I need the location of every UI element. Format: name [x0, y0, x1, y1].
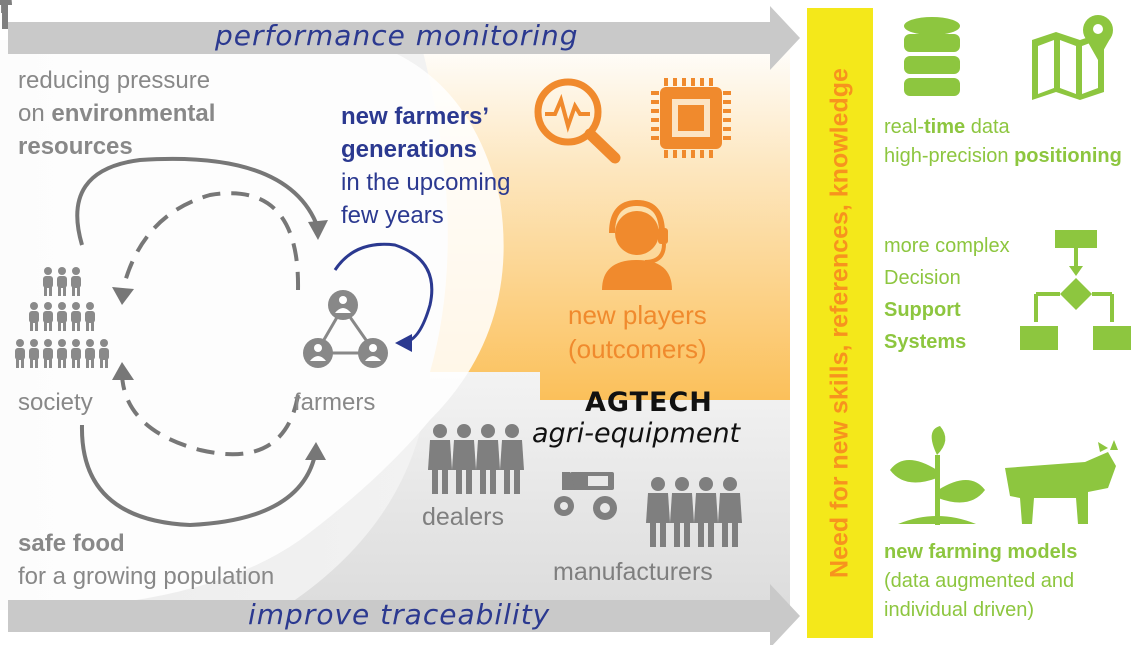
arrow-society-to-farmers-bottom [79, 424, 317, 528]
plant-icon [890, 426, 985, 525]
dealers-people-icon [0, 0, 524, 494]
dealers-label: dealers [422, 503, 504, 531]
manufacturers-label: manufacturers [553, 558, 713, 586]
agri-equipment-label: agri-equipment [532, 418, 741, 449]
tractor-icon [554, 472, 617, 520]
arrow-farmers-to-society-bottom [120, 374, 300, 457]
society-oval [0, 40, 504, 610]
pressure-line-1: reducing pressure [18, 67, 211, 94]
models-line-1: new farming models [884, 541, 1078, 563]
realtime-bold: time [924, 116, 966, 138]
pressure-line-3: resources [18, 133, 133, 160]
flowchart-icon [1020, 230, 1131, 350]
pressure-line-2-bold: environmental [51, 100, 216, 127]
dss-line-1: more complex [884, 235, 1010, 257]
positioning-prefix: high-precision [884, 145, 1015, 167]
generations-loop-arrow [333, 242, 434, 344]
industry-region [280, 372, 790, 610]
dss-line-3: Support [884, 299, 961, 321]
generations-line-4: few years [341, 202, 444, 229]
generations-line-1: new farmers’ [341, 103, 490, 130]
map-pin-icon [1032, 15, 1113, 100]
new-players-line-2: (outcomers) [568, 334, 707, 364]
positioning-bold: positioning [1014, 145, 1122, 167]
farmers-label: farmers [294, 389, 376, 416]
growing-population: for a growing population [18, 563, 275, 590]
pressure-line-2-prefix: on [18, 100, 52, 127]
top-banner-text: performance monitoring [215, 19, 579, 52]
realtime-text: real-time data high-precision positionin… [884, 113, 1122, 171]
arrow-farmers-to-society-top [120, 191, 301, 294]
arrow-society-to-farmers-top [75, 156, 320, 246]
new-player-operator-icon [602, 199, 672, 290]
realtime-line: real-time data [884, 113, 1122, 142]
positioning-line: high-precision positioning [884, 142, 1122, 171]
generations-line-3: in the upcoming [341, 169, 511, 196]
dss-line-4: Systems [884, 331, 967, 353]
pressure-line-2: on environmental [18, 97, 215, 130]
skills-banner [807, 8, 873, 638]
top-banner-arrow [8, 6, 800, 70]
farmers-network-icon [303, 290, 388, 368]
safe-food-bold: safe food [18, 530, 125, 557]
chip-icon [651, 78, 731, 158]
new-generations-text: new farmers’ generations in the upcoming… [341, 100, 510, 232]
agtech-title: AGTECH [585, 387, 713, 418]
realtime-prefix: real- [884, 116, 925, 138]
society-label: society [18, 389, 93, 416]
monitoring-magnifier-icon [534, 78, 621, 164]
generations-line-2: generations [341, 136, 478, 163]
pressure-text: reducing pressure on environmental resou… [18, 64, 215, 163]
dss-text: more complex Decision Support Systems [884, 230, 1010, 358]
new-players-text: new players (outcomers) [568, 298, 707, 366]
new-players-line-1: new players [568, 300, 707, 330]
models-line-2: (data augmented and [884, 570, 1075, 592]
dss-line-2: Decision [884, 267, 961, 289]
realtime-suffix: data [965, 116, 1010, 138]
skills-banner-text: Need for new skills, references, knowled… [825, 68, 854, 578]
database-icon [904, 17, 960, 96]
cow-icon [1005, 440, 1118, 524]
farming-models-text: new farming models (data augmented and i… [884, 538, 1077, 625]
bottom-banner-arrow [8, 584, 800, 645]
models-line-3: individual driven) [884, 599, 1035, 621]
bottom-banner-text: improve traceability [248, 598, 551, 631]
safe-food-text: safe food for a growing population [18, 527, 274, 593]
